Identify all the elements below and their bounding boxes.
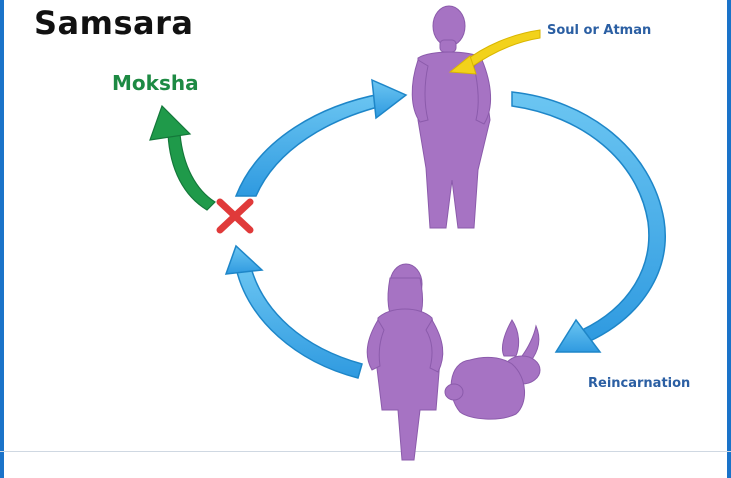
soul-label: Soul or Atman — [547, 23, 651, 38]
reincarnation-label: Reincarnation — [588, 376, 690, 391]
cross-icon — [220, 202, 250, 230]
arrow-to-cross — [226, 246, 362, 378]
arrow-to-rabbit — [512, 92, 665, 352]
moksha-arrow — [150, 106, 215, 210]
arrow-to-man — [236, 80, 406, 196]
man-figure-icon — [412, 6, 490, 228]
diagram-title: Samsara — [34, 4, 194, 42]
soul-arrow — [450, 30, 540, 74]
moksha-label: Moksha — [112, 71, 199, 95]
woman-figure-icon — [367, 264, 443, 460]
rabbit-icon — [445, 320, 540, 419]
